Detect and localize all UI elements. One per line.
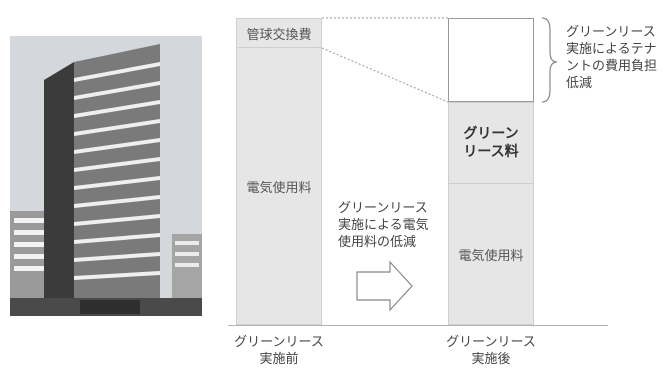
electricity-after-block: 電気使用料 xyxy=(448,184,534,325)
replacement-cost-block: 管球交換費 xyxy=(236,18,322,48)
green-lease-fee-block: グリーン リース料 xyxy=(448,102,534,184)
before-column-label: グリーンリース 実施前 xyxy=(234,335,324,367)
reduction-empty-block xyxy=(448,18,534,102)
building-photo xyxy=(10,36,202,316)
right-curly-brace-icon xyxy=(541,17,558,103)
electricity-before-label: 電気使用料 xyxy=(246,180,312,196)
right-arrow-outline-icon xyxy=(356,260,413,312)
green-lease-fee-label: グリーン リース料 xyxy=(463,125,519,160)
electricity-after-label: 電気使用料 xyxy=(458,248,524,264)
diagram-baseline xyxy=(228,325,608,326)
after-column-label: グリーンリース 実施後 xyxy=(446,335,536,367)
replacement-cost-label: 管球交換費 xyxy=(246,27,312,43)
electricity-before-block: 電気使用料 xyxy=(236,48,322,325)
electricity-reduction-annotation: グリーンリース 実施による電気 使用料の低減 xyxy=(338,201,429,250)
building-illustration xyxy=(10,36,202,316)
tenant-cost-reduction-annotation: グリーンリース 実施によるテナ ントの費用負担 低減 xyxy=(566,25,658,91)
diagonal-dotted-line xyxy=(321,47,449,103)
